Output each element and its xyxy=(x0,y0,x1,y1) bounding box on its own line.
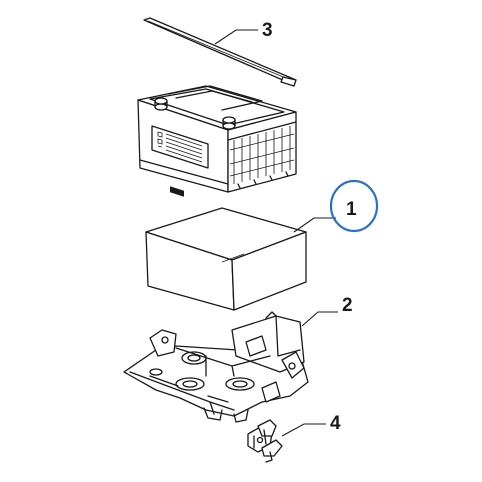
callout-3: 3 xyxy=(214,20,273,45)
battery-ribs xyxy=(229,126,295,189)
hold-down-strap[interactable] xyxy=(143,17,297,87)
clamp-bracket[interactable] xyxy=(247,419,283,463)
battery[interactable] xyxy=(137,85,297,197)
callout-label-3: 3 xyxy=(262,20,273,41)
callout-label-2: 2 xyxy=(342,295,353,316)
callout-label-1: 1 xyxy=(346,199,357,220)
battery-label-panel xyxy=(151,125,209,197)
battery-terminal-left xyxy=(154,97,168,111)
battery-terminal-right xyxy=(222,116,236,130)
callout-2: 2 xyxy=(301,295,353,327)
highlight-ring xyxy=(329,179,379,233)
callout-1: 1 xyxy=(293,179,379,233)
callout-label-4: 4 xyxy=(330,413,341,434)
callout-4: 4 xyxy=(281,413,341,437)
battery-insulation-box[interactable] xyxy=(145,207,307,311)
battery-tray[interactable] xyxy=(123,311,309,423)
